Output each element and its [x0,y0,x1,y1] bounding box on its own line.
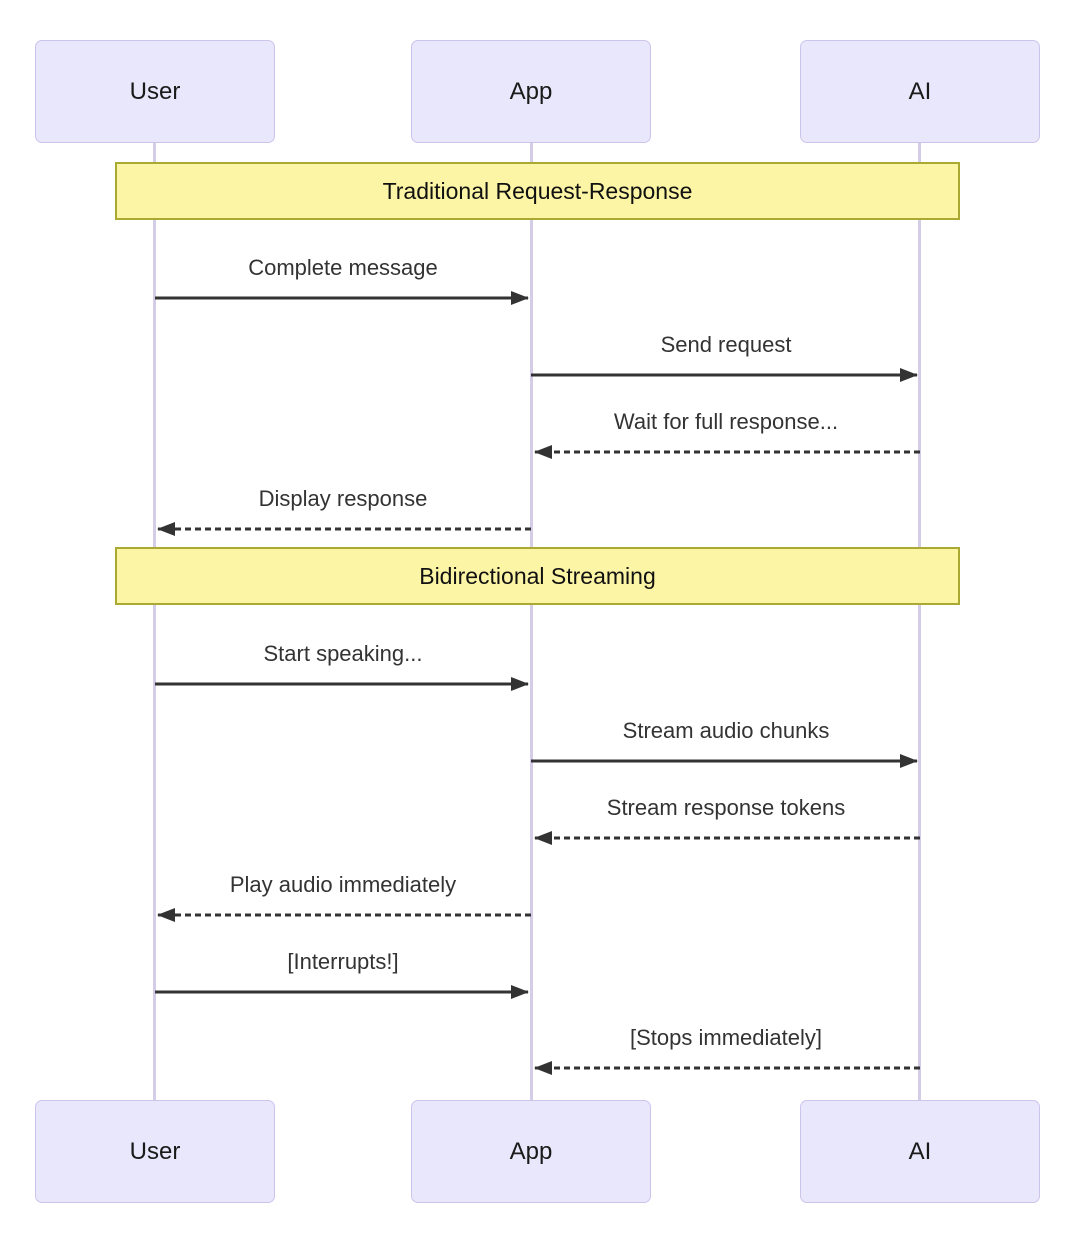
message-label-interrupts: [Interrupts!] [287,949,399,974]
actor-label-app: App [509,1137,553,1165]
message-label-complete-message: Complete message [248,255,438,280]
section-banner-traditional: Traditional Request-Response [115,162,960,220]
actor-box-user-top: User [35,40,275,143]
actor-label-app: App [509,77,553,105]
actor-box-app-bottom: App [411,1100,651,1203]
section-title: Bidirectional Streaming [419,562,656,589]
lifeline-ai [918,143,921,1100]
message-label-send-request: Send request [660,332,792,357]
actor-box-app-top: App [411,40,651,143]
message-label-wait-for-full-response: Wait for full response... [613,409,839,434]
message-label-start-speaking: Start speaking... [263,641,423,666]
actor-box-ai-top: AI [800,40,1040,143]
actor-label-user: User [129,1137,181,1165]
message-label-stops-immediately: [Stops immediately] [630,1025,822,1050]
actor-label-ai: AI [908,1137,932,1165]
message-label-play-audio-immediately: Play audio immediately [229,872,457,897]
actor-label-user: User [129,77,181,105]
message-label-display-response: Display response [258,486,428,511]
section-banner-streaming: Bidirectional Streaming [115,547,960,605]
message-label-stream-audio-chunks: Stream audio chunks [622,718,830,743]
message-label-stream-response-tokens: Stream response tokens [606,795,846,820]
actor-box-ai-bottom: AI [800,1100,1040,1203]
section-title: Traditional Request-Response [382,177,693,204]
lifeline-app [530,143,533,1100]
lifeline-user [153,143,156,1100]
actor-label-ai: AI [908,77,932,105]
actor-box-user-bottom: User [35,1100,275,1203]
